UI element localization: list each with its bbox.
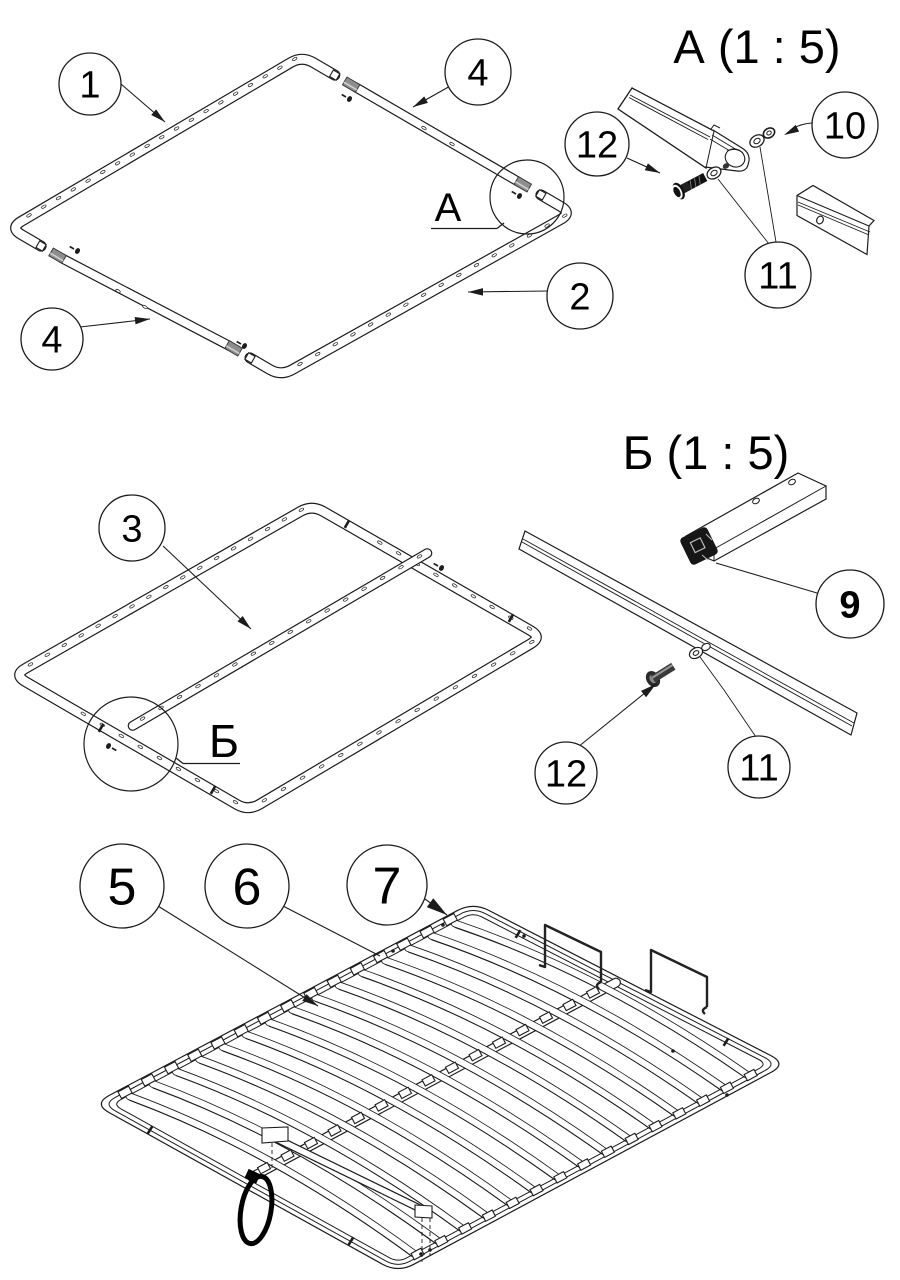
svg-text:Б: Б: [209, 715, 239, 767]
svg-text:11: 11: [739, 748, 778, 790]
svg-text:12: 12: [545, 754, 587, 796]
svg-text:5: 5: [108, 859, 137, 917]
svg-text:1: 1: [79, 65, 100, 107]
svg-text:3: 3: [121, 509, 142, 551]
svg-text:6: 6: [233, 859, 262, 917]
svg-text:7: 7: [373, 858, 402, 916]
svg-text:9: 9: [839, 585, 860, 627]
svg-text:11: 11: [758, 256, 797, 298]
svg-text:4: 4: [467, 53, 488, 95]
svg-text:2: 2: [569, 277, 590, 319]
svg-text:10: 10: [824, 106, 866, 148]
svg-text:А: А: [435, 186, 462, 230]
svg-text:4: 4: [41, 320, 62, 362]
svg-text:А (1 : 5): А (1 : 5): [673, 20, 840, 73]
svg-text:12: 12: [576, 125, 618, 167]
svg-text:Б (1 : 5): Б (1 : 5): [623, 426, 790, 479]
